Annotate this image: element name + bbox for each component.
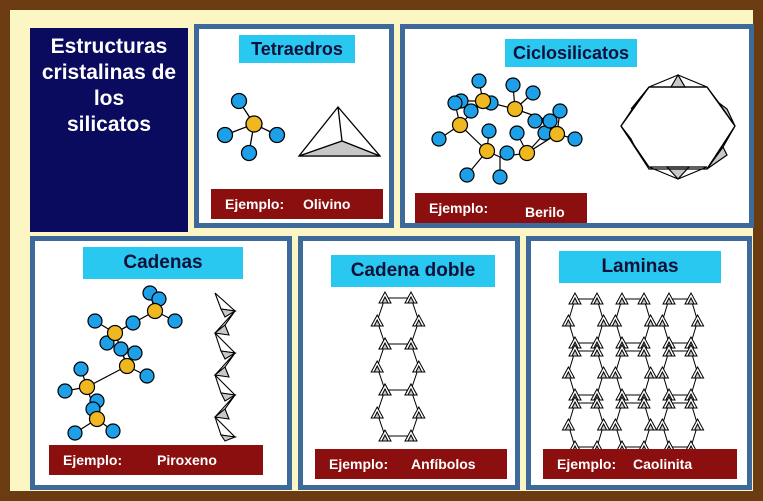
chain-molecule-drawing [57,285,183,441]
panel-title-cadenas: Cadenas [83,247,243,279]
tetrahedron-outline-drawing [297,105,382,157]
panel-title-ciclosilicatos: Ciclosilicatos [505,39,637,67]
diagram-title: Estructuras cristalinas de los silicatos [41,35,177,136]
example-box-laminas: Ejemplo: Caolinita [543,449,737,479]
example-box-cadenas: Ejemplo: Piroxeno [49,445,263,475]
example-label: Ejemplo: [63,452,123,468]
example-box-ciclosilicatos: Ejemplo: Berilo [415,193,587,223]
example-box-cadena-doble: Ejemplo: Anfíbolos [315,449,507,479]
title-box: Estructuras cristalinas de los silicatos [30,28,188,232]
example-box-tetraedros: Ejemplo: Olivino [211,189,383,219]
chain-tetrahedra-drawing [213,292,238,442]
double-chain-drawing [370,290,426,442]
panel-cadena-doble: Cadena doble Ejemplo: Anfíbolos [298,236,520,490]
ring-tetrahedra-drawing [620,73,736,180]
panel-laminas: Laminas Ejemplo: Caolinita [526,236,752,490]
example-value-anfibolos: Anfíbolos [411,456,476,472]
example-label: Ejemplo: [429,200,489,216]
example-value-olivino: Olivino [303,196,351,212]
example-label: Ejemplo: [557,456,617,472]
panel-cadenas: Cadenas [30,236,292,490]
example-value-berilo: Berilo [525,204,565,220]
example-label: Ejemplo: [225,196,285,212]
panel-title-cadena-doble: Cadena doble [331,255,495,287]
tetrahedron-molecule-drawing [216,92,286,162]
example-label: Ejemplo: [329,456,389,472]
panel-title-tetraedros: Tetraedros [239,35,355,63]
panel-tetraedros: Tetraedros Ejemplo: Olivino [194,24,394,228]
example-value-piroxeno: Piroxeno [157,452,217,468]
example-value-caolinita: Caolinita [633,456,693,472]
ring-molecule-drawing [431,73,583,185]
panel-ciclosilicatos: Ciclosilicatos [400,24,754,228]
panel-title-laminas: Laminas [559,251,721,283]
